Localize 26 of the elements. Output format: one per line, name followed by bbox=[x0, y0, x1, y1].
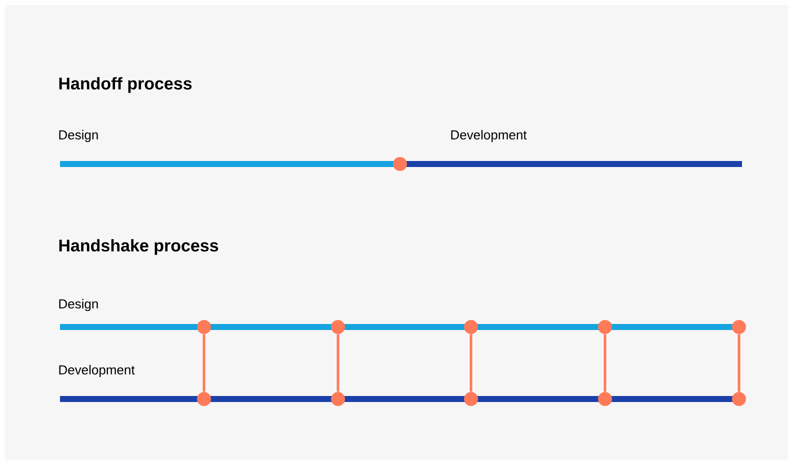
milestone-dot bbox=[331, 320, 345, 334]
milestone-dot bbox=[197, 320, 211, 334]
section-heading: Handshake process bbox=[59, 239, 218, 255]
timeline-bar: Development bbox=[400, 130, 742, 167]
section-heading: Handoff process bbox=[59, 77, 192, 93]
milestone-dot bbox=[732, 320, 746, 334]
timeline-bar: Design bbox=[59, 130, 400, 167]
node-label: Development bbox=[451, 130, 527, 142]
connector-line bbox=[336, 334, 340, 392]
milestone-dot bbox=[598, 320, 612, 334]
milestone-dot bbox=[732, 392, 746, 406]
timeline-bar: Design bbox=[59, 298, 740, 330]
timeline-bar: Development bbox=[59, 364, 740, 402]
milestone-dot bbox=[598, 392, 612, 406]
connector-line bbox=[470, 334, 472, 392]
connector-line bbox=[738, 334, 740, 392]
milestone-dot bbox=[331, 392, 345, 406]
node-label: Design bbox=[59, 298, 98, 312]
connector-line bbox=[604, 334, 606, 392]
node-label: Development bbox=[59, 364, 135, 378]
milestone-dot bbox=[464, 392, 478, 406]
milestone-dot bbox=[393, 157, 407, 171]
milestone-dot bbox=[197, 392, 211, 406]
node-label: Design bbox=[59, 130, 98, 142]
connector-line bbox=[202, 334, 206, 392]
milestone-dot bbox=[464, 320, 478, 334]
